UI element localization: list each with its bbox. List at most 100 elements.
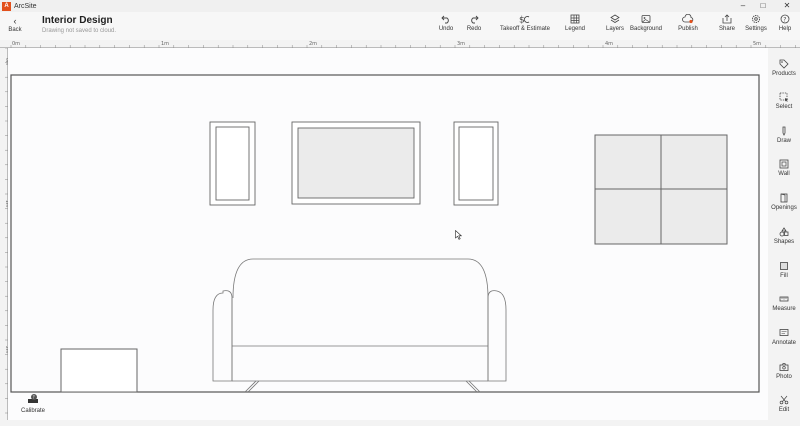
back-label: Back	[8, 27, 22, 33]
grid-icon	[570, 14, 580, 24]
tool-label: Wall	[778, 171, 790, 177]
window-4-pane[interactable]	[594, 134, 728, 245]
back-button[interactable]: ‹ Back	[6, 15, 24, 33]
dollar-icon: $	[519, 16, 530, 25]
top-ruler: 0m 1m 2m 3m 4m 5m	[0, 40, 800, 48]
drawing-canvas[interactable]: ? Calibrate	[8, 48, 768, 420]
app-title: ArcSite	[14, 2, 37, 10]
tool-label: Photo	[776, 374, 792, 380]
ruler-mark: 5m	[753, 41, 761, 47]
redo-icon	[471, 15, 479, 24]
tool-measure[interactable]: Measure	[768, 294, 800, 312]
close-button[interactable]: ✕	[783, 1, 791, 10]
minimize-button[interactable]: –	[740, 1, 746, 10]
elevation-drawing[interactable]	[8, 48, 768, 420]
ruler-icon	[779, 296, 789, 302]
undo-button[interactable]: Undo	[436, 14, 456, 32]
share-button[interactable]: Share	[716, 14, 738, 32]
calibrate-icon: ?	[28, 394, 38, 403]
tool-fill[interactable]: Fill	[768, 261, 800, 279]
left-ruler: 0m 1m 2m	[0, 48, 8, 420]
chevron-left-icon: ‹	[13, 16, 17, 26]
ruler-mark: 3m	[457, 41, 465, 47]
camera-icon	[779, 363, 789, 371]
legend-label: Legend	[564, 26, 586, 32]
tool-label: Annotate	[771, 340, 797, 346]
ruler-mark: 2m	[4, 346, 8, 353]
gear-icon	[752, 15, 760, 23]
pencil-icon	[782, 126, 786, 136]
image-icon	[641, 15, 651, 23]
help-label: Help	[778, 26, 792, 32]
tool-label: Measure	[772, 306, 796, 312]
background-label: Background	[629, 26, 663, 32]
shapes-icon	[779, 227, 789, 237]
tool-annotate[interactable]: Annotate	[768, 328, 800, 346]
publish-label: Publish	[678, 26, 698, 32]
svg-text:$: $	[519, 16, 525, 25]
takeoff-label: Takeoff & Estimate	[500, 26, 550, 32]
layers-label: Layers	[605, 26, 624, 32]
ruler-mark: 1m	[161, 41, 169, 47]
calibrate-button[interactable]: ? Calibrate	[20, 393, 46, 414]
ruler-mark: 2m	[309, 41, 317, 47]
takeoff-estimate-button[interactable]: $ Takeoff & Estimate	[498, 14, 552, 33]
tool-draw[interactable]: Draw	[768, 126, 800, 144]
tool-label: Products	[772, 71, 796, 77]
tool-label: Shapes	[773, 239, 795, 245]
picture-frame-center[interactable]	[291, 121, 421, 205]
calibrate-label: Calibrate	[20, 408, 45, 414]
svg-text:?: ?	[783, 16, 786, 23]
settings-label: Settings	[745, 26, 767, 32]
tool-select[interactable]: Select	[768, 92, 800, 110]
tool-openings[interactable]: Openings	[768, 193, 800, 211]
layers-icon	[610, 14, 620, 23]
settings-button[interactable]: Settings	[744, 14, 768, 32]
tool-label: Draw	[776, 138, 791, 144]
picture-frame-left[interactable]	[209, 121, 256, 206]
undo-icon	[441, 15, 449, 24]
share-label: Share	[718, 26, 735, 32]
help-icon: ?	[780, 14, 790, 24]
door-icon	[780, 193, 788, 203]
ruler-mark: 1m	[4, 200, 8, 207]
sofa[interactable]	[212, 258, 507, 393]
wall-outline[interactable]	[10, 74, 760, 393]
save-status: Drawing not saved to cloud.	[42, 28, 117, 34]
tool-photo[interactable]: Photo	[768, 362, 800, 380]
tool-label: Select	[775, 104, 793, 110]
top-toolbar: ‹ Back Interior Design Drawing not saved…	[0, 12, 800, 40]
redo-label: Redo	[466, 26, 482, 32]
tool-shapes[interactable]: Shapes	[768, 227, 800, 245]
tag-icon	[779, 59, 789, 69]
background-button[interactable]: Background	[629, 14, 663, 32]
annotate-icon	[779, 329, 789, 336]
tool-edit[interactable]: Edit	[768, 395, 800, 417]
help-button[interactable]: ? Help	[776, 14, 794, 32]
svg-text:?: ?	[33, 395, 35, 400]
picture-frame-right[interactable]	[453, 121, 499, 206]
ruler-mark: 4m	[605, 41, 613, 47]
select-icon	[779, 92, 789, 102]
fill-icon	[780, 262, 788, 270]
mouse-cursor-icon	[455, 230, 462, 240]
layers-button[interactable]: Layers	[604, 14, 626, 32]
tool-products[interactable]: Products	[768, 59, 800, 77]
ruler-mark: 0m	[4, 58, 8, 65]
publish-button[interactable]: Publish	[676, 14, 700, 32]
drawing-title: Interior Design	[42, 15, 113, 26]
title-bar: A ArcSite	[0, 0, 800, 12]
wall-icon	[779, 159, 789, 169]
legend-button[interactable]: Legend	[563, 14, 587, 32]
tool-label: Openings	[771, 205, 797, 211]
tool-wall[interactable]: Wall	[768, 159, 800, 177]
left-ruler-ticks: 0m 1m 2m	[4, 48, 8, 414]
top-ruler-ticks: 0m 1m 2m 3m 4m 5m	[10, 41, 796, 48]
side-table[interactable]	[60, 348, 138, 393]
redo-button[interactable]: Redo	[464, 14, 484, 32]
scissors-icon	[779, 395, 789, 405]
tool-label: Edit	[778, 407, 790, 413]
tool-label: Fill	[780, 273, 788, 279]
maximize-button[interactable]: □	[760, 1, 766, 10]
ruler-mark: 0m	[12, 41, 20, 47]
